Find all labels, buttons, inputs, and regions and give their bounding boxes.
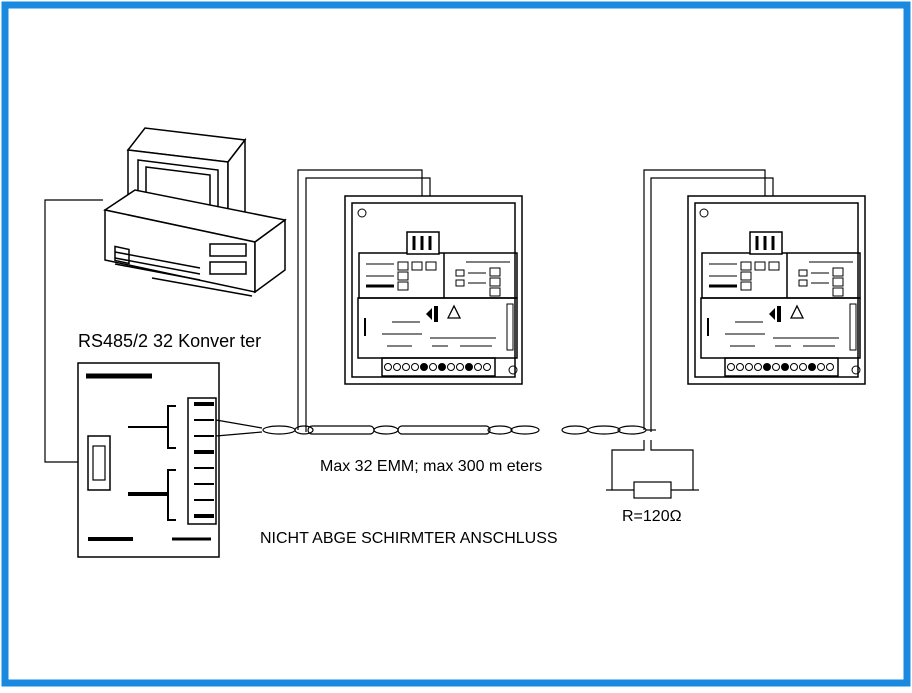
desktop-computer-icon [103, 127, 287, 297]
pc-cable [44, 199, 103, 463]
twisted-pair-bus [215, 419, 656, 437]
termination-resistor [606, 440, 699, 499]
cable-spec-label: Max 32 EMM; max 300 m eters [320, 458, 543, 475]
meter-logo-icon [769, 306, 781, 322]
energy-meter-2 [687, 195, 866, 385]
warning-triangle-icon [446, 304, 462, 319]
rs485-converter [77, 362, 220, 558]
warning-triangle-icon [789, 304, 805, 319]
converter-label: RS485/2 32 Konver ter [78, 331, 262, 351]
meter-logo-icon [426, 306, 438, 322]
connection-type-label: NICHT ABGE SCHIRMTER ANSCHLUSS [260, 530, 558, 547]
energy-meter-1 [344, 195, 523, 385]
resistor-label: R=120Ω [622, 508, 682, 525]
